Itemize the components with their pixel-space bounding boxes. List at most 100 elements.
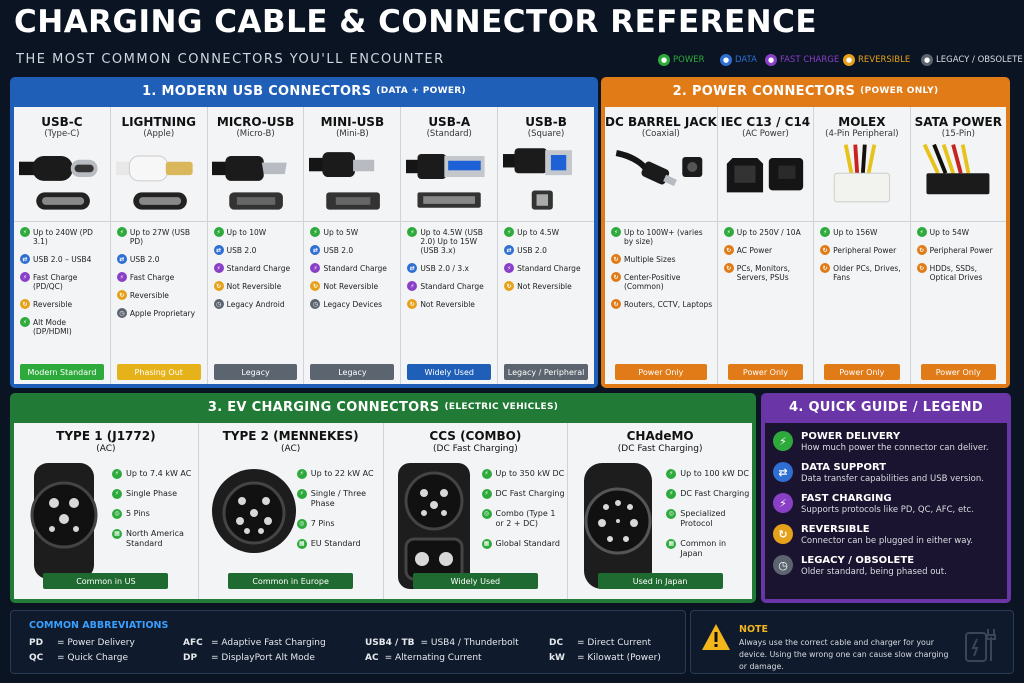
legend-description: Older standard, being phased out. (801, 567, 947, 577)
connector-image (18, 143, 105, 213)
ev-connector-card: CCS (COMBO)(DC Fast Charging)⚡Up to 350 … (384, 423, 569, 599)
feature-text: USB 2.0 / 3.x (420, 264, 469, 273)
feature-text: Global Standard (495, 539, 560, 548)
divider (304, 221, 401, 222)
feature-list: ⚡Up to 22 kW AC⚡Single / Three Phase◎7 P… (296, 469, 381, 559)
header-legend-item: ●LEGACY / OBSOLETE (921, 54, 1023, 66)
feature-text: Legacy Android (226, 300, 285, 309)
feature-item: ↻Not Reversible (213, 281, 300, 291)
legend-description: Supports protocols like PD, QC, AFC, etc… (801, 505, 974, 515)
power-panel-title: 2. POWER CONNECTORS (672, 83, 856, 99)
status-badge: Power Only (824, 364, 900, 380)
feature-icon: ◎ (296, 519, 307, 529)
feature-text: EU Standard (310, 539, 361, 548)
legend-description: How much power the connector can deliver… (801, 443, 989, 453)
feature-item: ⚡Alt Mode (DP/HDMI) (20, 317, 106, 336)
feature-icon: ⚡ (296, 489, 307, 499)
legend-description: Data transfer capabilities and USB versi… (801, 474, 984, 484)
feature-text: Specialized Protocol (680, 509, 726, 528)
connector-name: CCS (COMBO) (429, 429, 522, 443)
abbreviation-value: Alternating Current (394, 653, 482, 663)
feature-item: ↻Not Reversible (407, 299, 493, 309)
feature-text: 5 Pins (126, 509, 150, 518)
usb-panel-note: (DATA + POWER) (376, 86, 466, 96)
abbreviation-key: USB4 / TB (365, 638, 415, 648)
reversible-icon: ↻ (611, 272, 621, 282)
abbreviation-equals: = (211, 653, 222, 663)
feature-text: PCs, Monitors, Servers, PSUs (736, 264, 790, 282)
feature-icon: ⚡ (112, 489, 122, 499)
feature-text: Up to 5W (323, 228, 359, 237)
feature-text: Center-Positive (Common) (624, 273, 681, 291)
abbreviation-value: Quick Charge (67, 653, 129, 663)
connector-name: MINI-USB (320, 115, 385, 129)
abbreviation-value: Kilowatt (Power) (587, 653, 661, 663)
data-icon: ⇄ (116, 254, 127, 264)
feature-item: ⚡DC Fast Charging (666, 489, 750, 499)
feature-text: Up to 250V / 10A (736, 228, 801, 237)
feature-text: Single Phase (126, 489, 178, 498)
connector-name: USB-C (41, 115, 83, 129)
abbreviations-title: COMMON ABBREVIATIONS (29, 620, 169, 631)
connector-name: USB-A (428, 115, 471, 129)
abbreviation-item: DC= Direct Current (549, 638, 651, 648)
fast-charge-icon: ⚡ (504, 263, 515, 273)
feature-item: ◷Legacy Android (213, 299, 300, 309)
header-legend-item: ●POWER (658, 54, 705, 66)
connector-image (212, 143, 298, 213)
status-badge: Power Only (727, 364, 804, 380)
reversible-icon: ↻ (773, 524, 793, 544)
fast-charge-icon: ● (765, 54, 777, 66)
feature-item: ↻Older PCs, Drives, Fans (820, 263, 905, 282)
connector-subtitle: (4-Pin Peripheral) (825, 129, 899, 139)
feature-item: ↻Center-Positive (Common) (611, 272, 713, 291)
connector-name: LIGHTNING (121, 115, 197, 129)
data-icon: ⇄ (773, 462, 793, 482)
feature-text: Reversible (129, 291, 169, 300)
feature-item: ↻Not Reversible (310, 281, 396, 291)
power-icon: ⚡ (916, 227, 927, 237)
power-connector-card: SATA POWER(15-Pin)⚡Up to 54W↻Peripheral … (910, 107, 1007, 384)
fast-charge-icon: ⚡ (407, 281, 418, 291)
note-title: NOTE (739, 624, 768, 635)
reversible-icon: ↻ (504, 281, 515, 291)
abbreviation-value: Power Delivery (67, 638, 135, 648)
reversible-icon: ↻ (20, 299, 30, 309)
feature-item: ⚡Up to 350 kW DC (481, 469, 566, 479)
abbreviation-key: AC (365, 653, 379, 663)
header-legend-item: ●DATA (720, 54, 757, 66)
feature-item: ⚡Single / Three Phase (296, 489, 381, 509)
feature-icon: ▦ (112, 529, 122, 539)
feature-text: Reversible (33, 300, 73, 309)
legacy-icon: ◷ (310, 299, 321, 309)
usb-panel-body: USB-C(Type-C)⚡Up to 240W (PD 3.1)⇄USB 2.… (14, 107, 594, 384)
feature-item: ◎Specialized Protocol (666, 509, 750, 529)
feature-icon: ◎ (666, 509, 677, 519)
legacy-icon: ◷ (213, 299, 224, 309)
feature-list: ⚡ Up to 4.5W (USB 2.0) Up to 15W (USB 3.x… (401, 222, 497, 384)
usb-panel-title: 1. MODERN USB CONNECTORS (142, 83, 372, 99)
power-icon: ⚡ (20, 227, 30, 237)
connector-image (406, 143, 492, 213)
feature-text: Apple Proprietary (129, 309, 196, 318)
feature-item: ⚡Up to 5W (310, 227, 396, 237)
header-legend-label: DATA (735, 55, 757, 65)
ev-panel-note: (ELECTRIC VEHICLES) (444, 402, 559, 412)
feature-item: ⚡Up to 54W (916, 227, 1002, 237)
status-badge: Common in US (43, 573, 169, 589)
feature-text: Up to 4.5W (USB 2.0) Up to 15W (USB 3.x) (420, 228, 483, 255)
status-badge: Widely Used (412, 573, 538, 589)
abbreviation-key: PD (29, 638, 44, 648)
status-badge: Common in Europe (228, 573, 354, 589)
fast-charge-icon: ⚡ (310, 263, 321, 273)
connector-image (578, 461, 658, 595)
power-icon: ⚡ (112, 469, 122, 479)
data-icon: ⇄ (407, 263, 418, 273)
usb-panel-header: 1. MODERN USB CONNECTORS (DATA + POWER) (10, 77, 598, 105)
abbreviation-item: DP= DisplayPort Alt Mode (183, 653, 315, 663)
ev-connectors-panel: 3. EV CHARGING CONNECTORS(ELECTRIC VEHIC… (10, 393, 756, 603)
reversible-icon: ↻ (820, 263, 831, 273)
